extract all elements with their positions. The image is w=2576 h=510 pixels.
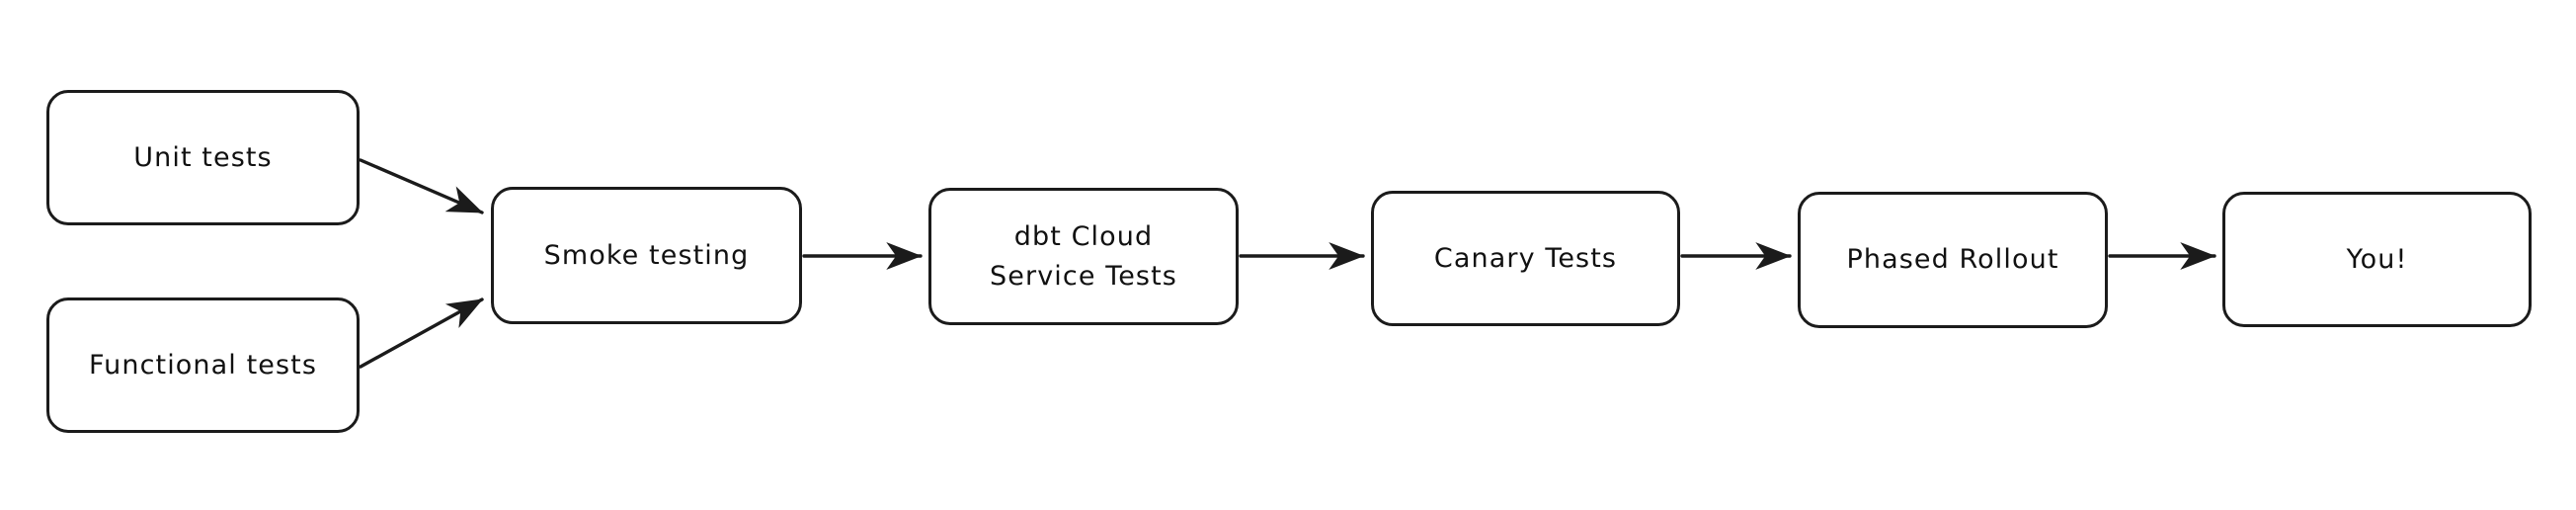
node-functional-tests[interactable]: Functional tests (46, 298, 360, 433)
node-smoke-testing-label: Smoke testing (543, 239, 750, 271)
node-dbt-cloud-service-tests-label: dbt Cloud Service Tests (990, 221, 1177, 292)
edge-unit-to-smoke (359, 158, 484, 214)
node-functional-tests-label: Functional tests (89, 349, 317, 381)
node-phased-rollout[interactable]: Phased Rollout (1798, 192, 2108, 328)
node-unit-tests-label: Unit tests (133, 141, 273, 173)
node-dbt-cloud-service-tests[interactable]: dbt Cloud Service Tests (928, 188, 1239, 325)
edge-functional-to-smoke (359, 298, 484, 369)
node-smoke-testing[interactable]: Smoke testing (491, 187, 802, 324)
node-unit-tests[interactable]: Unit tests (46, 90, 360, 225)
node-you-label: You! (2346, 243, 2408, 275)
node-phased-rollout-label: Phased Rollout (1846, 244, 2059, 276)
node-canary-tests-label: Canary Tests (1433, 242, 1618, 274)
node-canary-tests[interactable]: Canary Tests (1371, 191, 1680, 326)
node-you[interactable]: You! (2222, 192, 2532, 327)
